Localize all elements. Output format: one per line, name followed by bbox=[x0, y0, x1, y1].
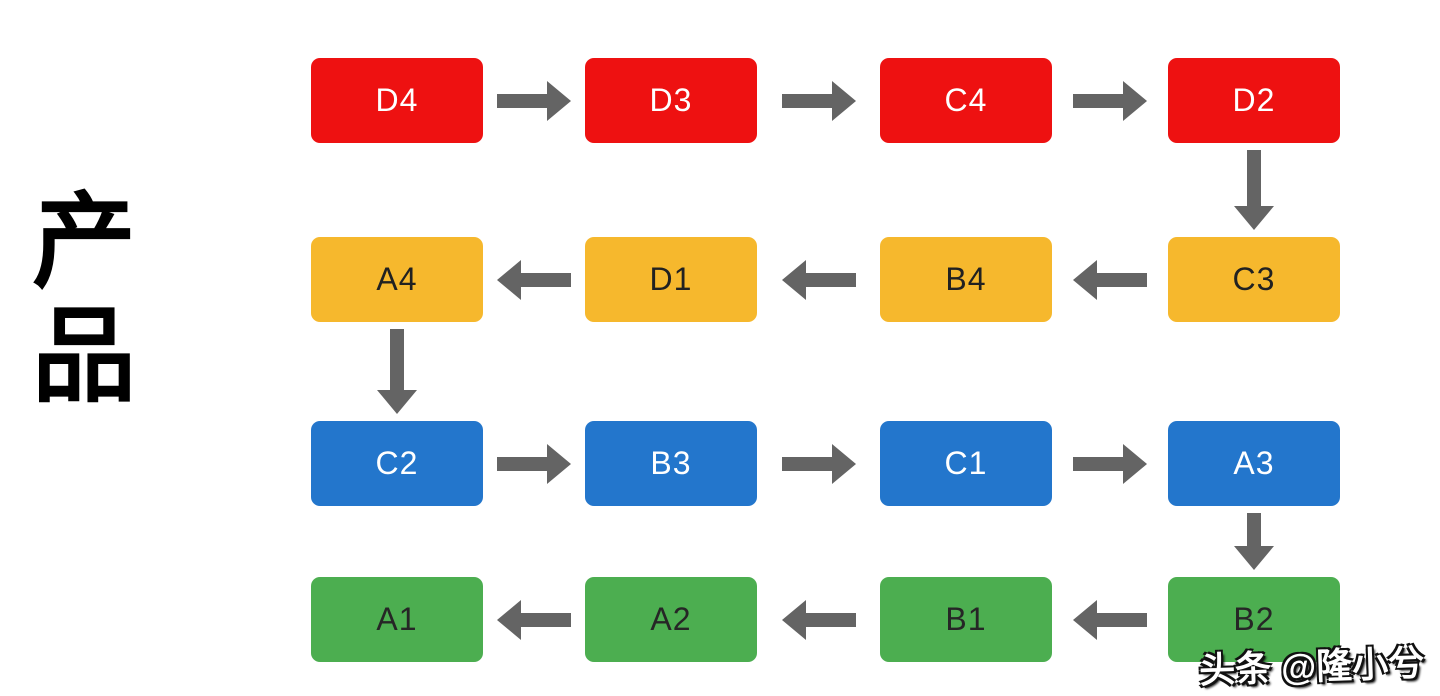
node-c4: C4 bbox=[880, 58, 1052, 143]
arrow-left-icon bbox=[781, 599, 856, 640]
arrow-down-icon bbox=[1234, 513, 1274, 570]
arrow-right-icon bbox=[497, 443, 571, 484]
arrow-body bbox=[497, 456, 549, 471]
arrow-head bbox=[1073, 259, 1097, 300]
arrow-right-icon bbox=[1073, 443, 1147, 484]
node-c2: C2 bbox=[311, 421, 483, 506]
arrow-body bbox=[1247, 150, 1261, 208]
arrow-head bbox=[547, 443, 571, 484]
arrow-right-icon bbox=[497, 80, 571, 121]
arrow-body bbox=[1095, 272, 1147, 287]
arrow-head bbox=[1234, 546, 1274, 570]
arrow-body bbox=[781, 456, 834, 471]
arrow-body bbox=[803, 612, 856, 627]
node-b3: B3 bbox=[585, 421, 757, 506]
arrow-head bbox=[497, 599, 521, 640]
arrow-body bbox=[1073, 93, 1125, 108]
node-d2: D2 bbox=[1168, 58, 1340, 143]
arrow-right-icon bbox=[781, 443, 856, 484]
arrow-head bbox=[781, 259, 806, 300]
arrow-head bbox=[1073, 599, 1097, 640]
arrow-body bbox=[1073, 456, 1125, 471]
arrow-head bbox=[497, 259, 521, 300]
arrow-body bbox=[781, 93, 834, 108]
node-d1: D1 bbox=[585, 237, 757, 322]
node-b1: B1 bbox=[880, 577, 1052, 662]
arrow-down-icon bbox=[1234, 150, 1274, 230]
arrow-head bbox=[831, 443, 856, 484]
watermark: 头条 @隆小兮 bbox=[1198, 642, 1425, 691]
arrow-left-icon bbox=[497, 259, 571, 300]
node-d4: D4 bbox=[311, 58, 483, 143]
arrow-head bbox=[1234, 206, 1274, 230]
arrow-left-icon bbox=[781, 259, 856, 300]
node-a2: A2 bbox=[585, 577, 757, 662]
arrow-right-icon bbox=[1073, 80, 1147, 121]
arrow-right-icon bbox=[781, 80, 856, 121]
node-c1: C1 bbox=[880, 421, 1052, 506]
node-a3: A3 bbox=[1168, 421, 1340, 506]
arrow-down-icon bbox=[377, 329, 417, 414]
side-label-product: 产品 bbox=[32, 185, 137, 416]
arrow-head bbox=[1123, 443, 1147, 484]
arrow-head bbox=[831, 80, 856, 121]
arrow-body bbox=[803, 272, 856, 287]
arrow-left-icon bbox=[1073, 599, 1147, 640]
node-b4: B4 bbox=[880, 237, 1052, 322]
node-d3: D3 bbox=[585, 58, 757, 143]
node-a4: A4 bbox=[311, 237, 483, 322]
node-c3: C3 bbox=[1168, 237, 1340, 322]
arrow-head bbox=[377, 390, 417, 414]
arrow-body bbox=[519, 272, 571, 287]
arrow-body bbox=[497, 93, 549, 108]
arrow-left-icon bbox=[497, 599, 571, 640]
arrow-body bbox=[390, 329, 404, 392]
arrow-body bbox=[519, 612, 571, 627]
node-b2: B2 bbox=[1168, 577, 1340, 662]
arrow-body bbox=[1095, 612, 1147, 627]
arrow-head bbox=[781, 599, 806, 640]
arrow-head bbox=[547, 80, 571, 121]
arrow-body bbox=[1247, 513, 1261, 548]
arrow-head bbox=[1123, 80, 1147, 121]
node-a1: A1 bbox=[311, 577, 483, 662]
arrow-left-icon bbox=[1073, 259, 1147, 300]
